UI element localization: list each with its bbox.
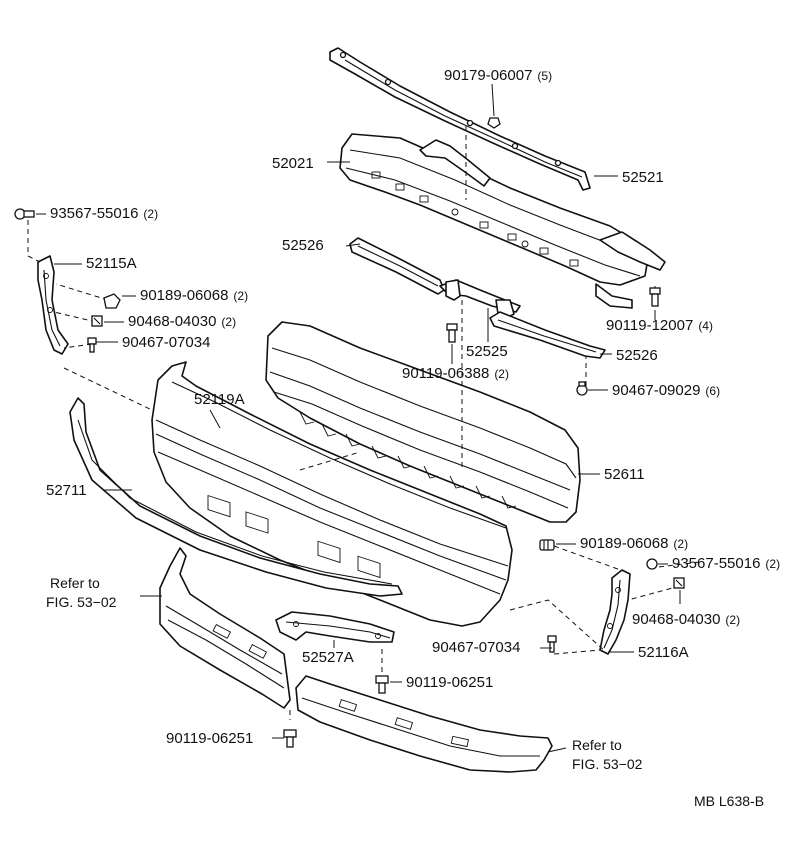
label-52021: 52021 [272, 155, 314, 172]
part-labels: 90179-06007(5) 52021 52521 93567-55016(2… [46, 67, 780, 747]
label-90467-07034-right: 90467-07034 [432, 639, 520, 656]
ref-left-line1: Refer to [50, 575, 100, 591]
center-bracket-52527A [275, 611, 395, 643]
figure-code: MB L638-B [694, 793, 764, 809]
label-90467-07034-left: 90467-07034 [122, 334, 210, 351]
label-93567-55016-right: 93567-55016(2) [672, 555, 780, 572]
side-bracket-52116A [599, 569, 631, 655]
screw-93567-right [646, 558, 658, 570]
clip-90179 [487, 117, 501, 129]
label-52611: 52611 [604, 466, 645, 483]
ref-right-line1: Refer to [572, 737, 622, 753]
label-90179-06007: 90179-06007(5) [444, 67, 552, 84]
label-52525: 52525 [466, 343, 508, 360]
label-52116A: 52116A [638, 644, 689, 661]
label-52521: 52521 [622, 169, 664, 186]
label-52526-lower: 52526 [616, 347, 658, 364]
label-90119-06251-center: 90119-06251 [406, 674, 493, 691]
bumper-reinforcement-52021 [339, 133, 666, 309]
label-90119-06251-left: 90119-06251 [166, 730, 253, 747]
label-52115A: 52115A [86, 255, 137, 272]
clip-90467-left [87, 337, 97, 353]
label-52711: 52711 [46, 482, 87, 499]
label-90468-04030-right: 90468-04030(2) [632, 611, 740, 628]
label-52119A: 52119A [194, 391, 245, 408]
clip-90468-right [673, 577, 685, 589]
clip-90467-right [547, 635, 557, 653]
reference-notes: Refer to FIG. 53−02 Refer to FIG. 53−02 [46, 575, 643, 772]
label-52527A: 52527A [302, 649, 354, 666]
molding-52711 [69, 397, 403, 597]
label-90189-06068-right: 90189-06068(2) [580, 535, 688, 552]
bolt-90119-06251-center [375, 675, 389, 694]
label-90119-12007: 90119-12007(4) [606, 317, 713, 334]
label-90468-04030-left: 90468-04030(2) [128, 313, 236, 330]
nut-90189-left [103, 293, 121, 309]
clip-90467-09029 [576, 381, 588, 396]
lower-spoiler-left [159, 547, 291, 709]
screw-93567-left [14, 208, 35, 220]
bolt-90119-06388 [446, 323, 458, 343]
nut-90189-right [539, 539, 555, 551]
energy-absorber-52611 [265, 321, 581, 523]
label-52526-upper: 52526 [282, 237, 324, 254]
lower-spoiler-right [295, 675, 553, 773]
bolt-90119-12007 [649, 287, 661, 307]
side-bracket-52115A [37, 255, 69, 355]
clip-90468-left [91, 315, 103, 327]
hardware [14, 117, 685, 748]
ref-left-line2: FIG. 53−02 [46, 594, 117, 610]
label-93567-55016-left: 93567-55016(2) [50, 205, 158, 222]
leader-lines [36, 83, 681, 753]
bracket-52525 [439, 279, 521, 319]
reinforcement-strip-52521 [329, 47, 591, 191]
bolt-90119-06251-left [283, 729, 297, 748]
bumper-cover-52119A [151, 361, 513, 627]
label-90189-06068-left: 90189-06068(2) [140, 287, 248, 304]
filler-52526-upper [349, 237, 445, 295]
label-90119-06388: 90119-06388(2) [402, 365, 509, 382]
ref-right-line2: FIG. 53−02 [572, 756, 643, 772]
label-90467-09029: 90467-09029(6) [612, 382, 720, 399]
assembly-lines [27, 126, 701, 720]
